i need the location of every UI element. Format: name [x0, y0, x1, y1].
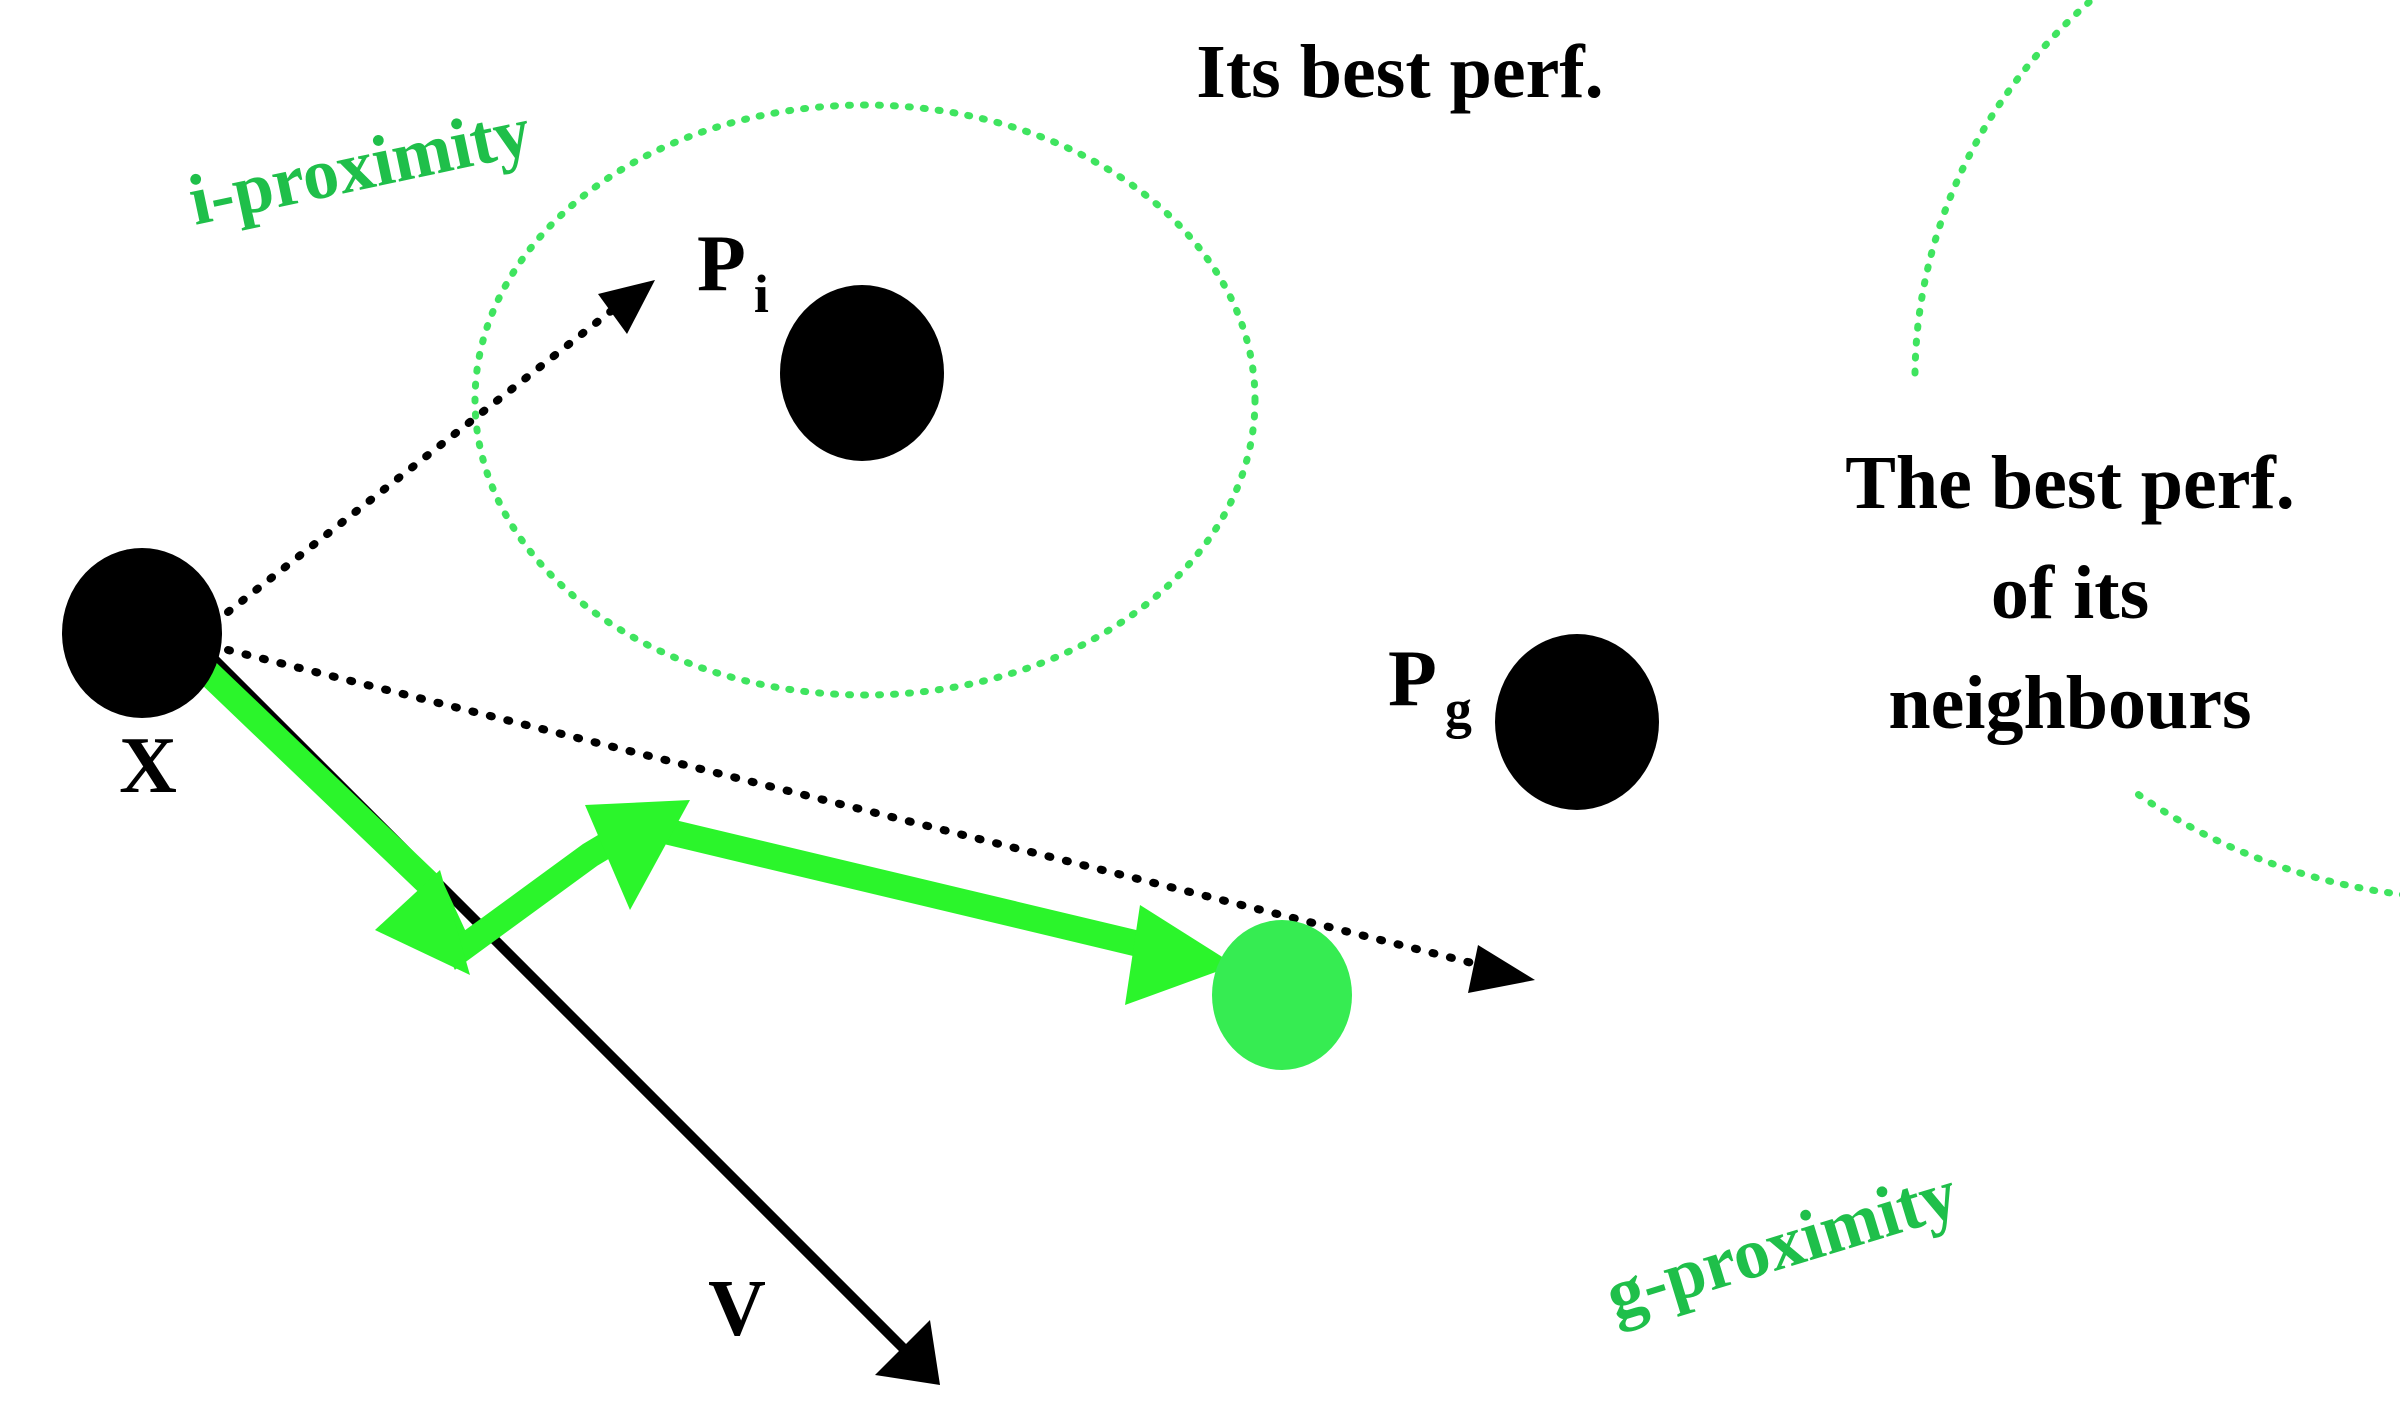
- dotted-arrow-to-pg: [224, 646, 1484, 969]
- neighbours-best-line-2: of its: [1991, 551, 2149, 635]
- new-position: [1212, 920, 1352, 1070]
- dotted-arrow-to-pi: [224, 304, 619, 616]
- movement-path: [191, 655, 1189, 970]
- its-best-perf-label: Its best perf.: [1196, 30, 1603, 114]
- velocity-vector-head: [875, 1320, 940, 1385]
- g-proximity-label: g-proximity: [1596, 1153, 1966, 1336]
- i-proximity-circle: [471, 101, 1259, 699]
- neighbours-best-line-1: The best perf.: [1845, 441, 2295, 525]
- particle-x: [62, 548, 222, 718]
- pg-subscript: g: [1445, 679, 1472, 739]
- personal-best-pi: [780, 285, 944, 461]
- i-proximity-label: i-proximity: [182, 90, 538, 240]
- movement-path-head-1: [375, 870, 470, 975]
- global-best-pg: [1495, 634, 1659, 810]
- neighbours-best-line-3: neighbours: [1888, 661, 2251, 745]
- movement-path-head-3: [1125, 905, 1235, 1005]
- v-label: V: [708, 1265, 766, 1353]
- pi-subscript: i: [754, 264, 769, 324]
- x-label: X: [119, 722, 177, 810]
- dotted-arrow-to-pg-head: [1468, 945, 1535, 993]
- dotted-arrow-to-pi-head: [598, 280, 655, 334]
- movement-path-head-2: [585, 800, 690, 910]
